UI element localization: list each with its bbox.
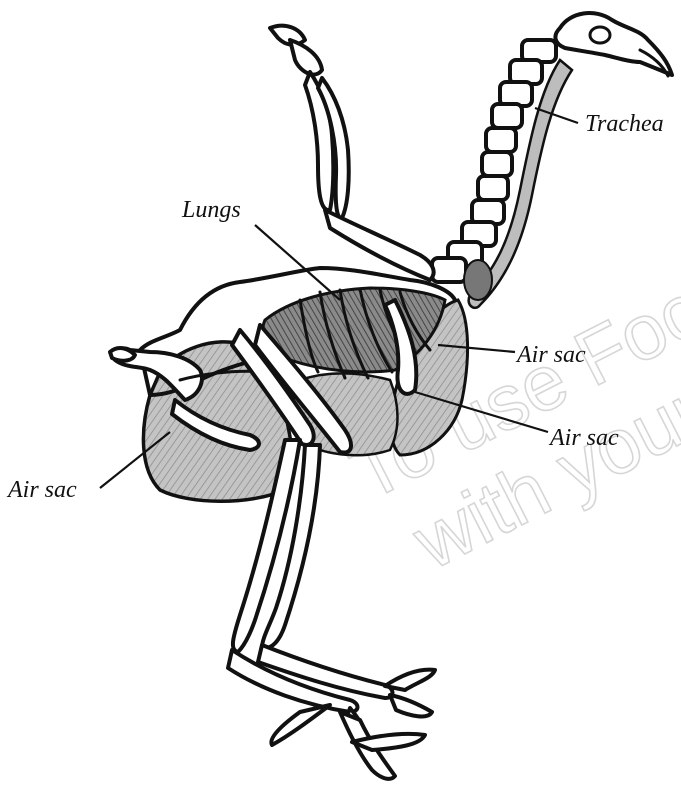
tail xyxy=(110,348,135,361)
label-trachea: Trachea xyxy=(585,112,664,136)
crop-shape xyxy=(464,260,492,300)
wing xyxy=(270,26,434,280)
label-air-sac-upper: Air sac xyxy=(517,343,586,367)
label-air-sac-left: Air sac xyxy=(8,478,77,502)
label-air-sac-lower: Air sac xyxy=(550,426,619,450)
skull xyxy=(555,13,672,76)
label-lungs: Lungs xyxy=(182,198,241,222)
lungs-leader xyxy=(255,225,340,300)
